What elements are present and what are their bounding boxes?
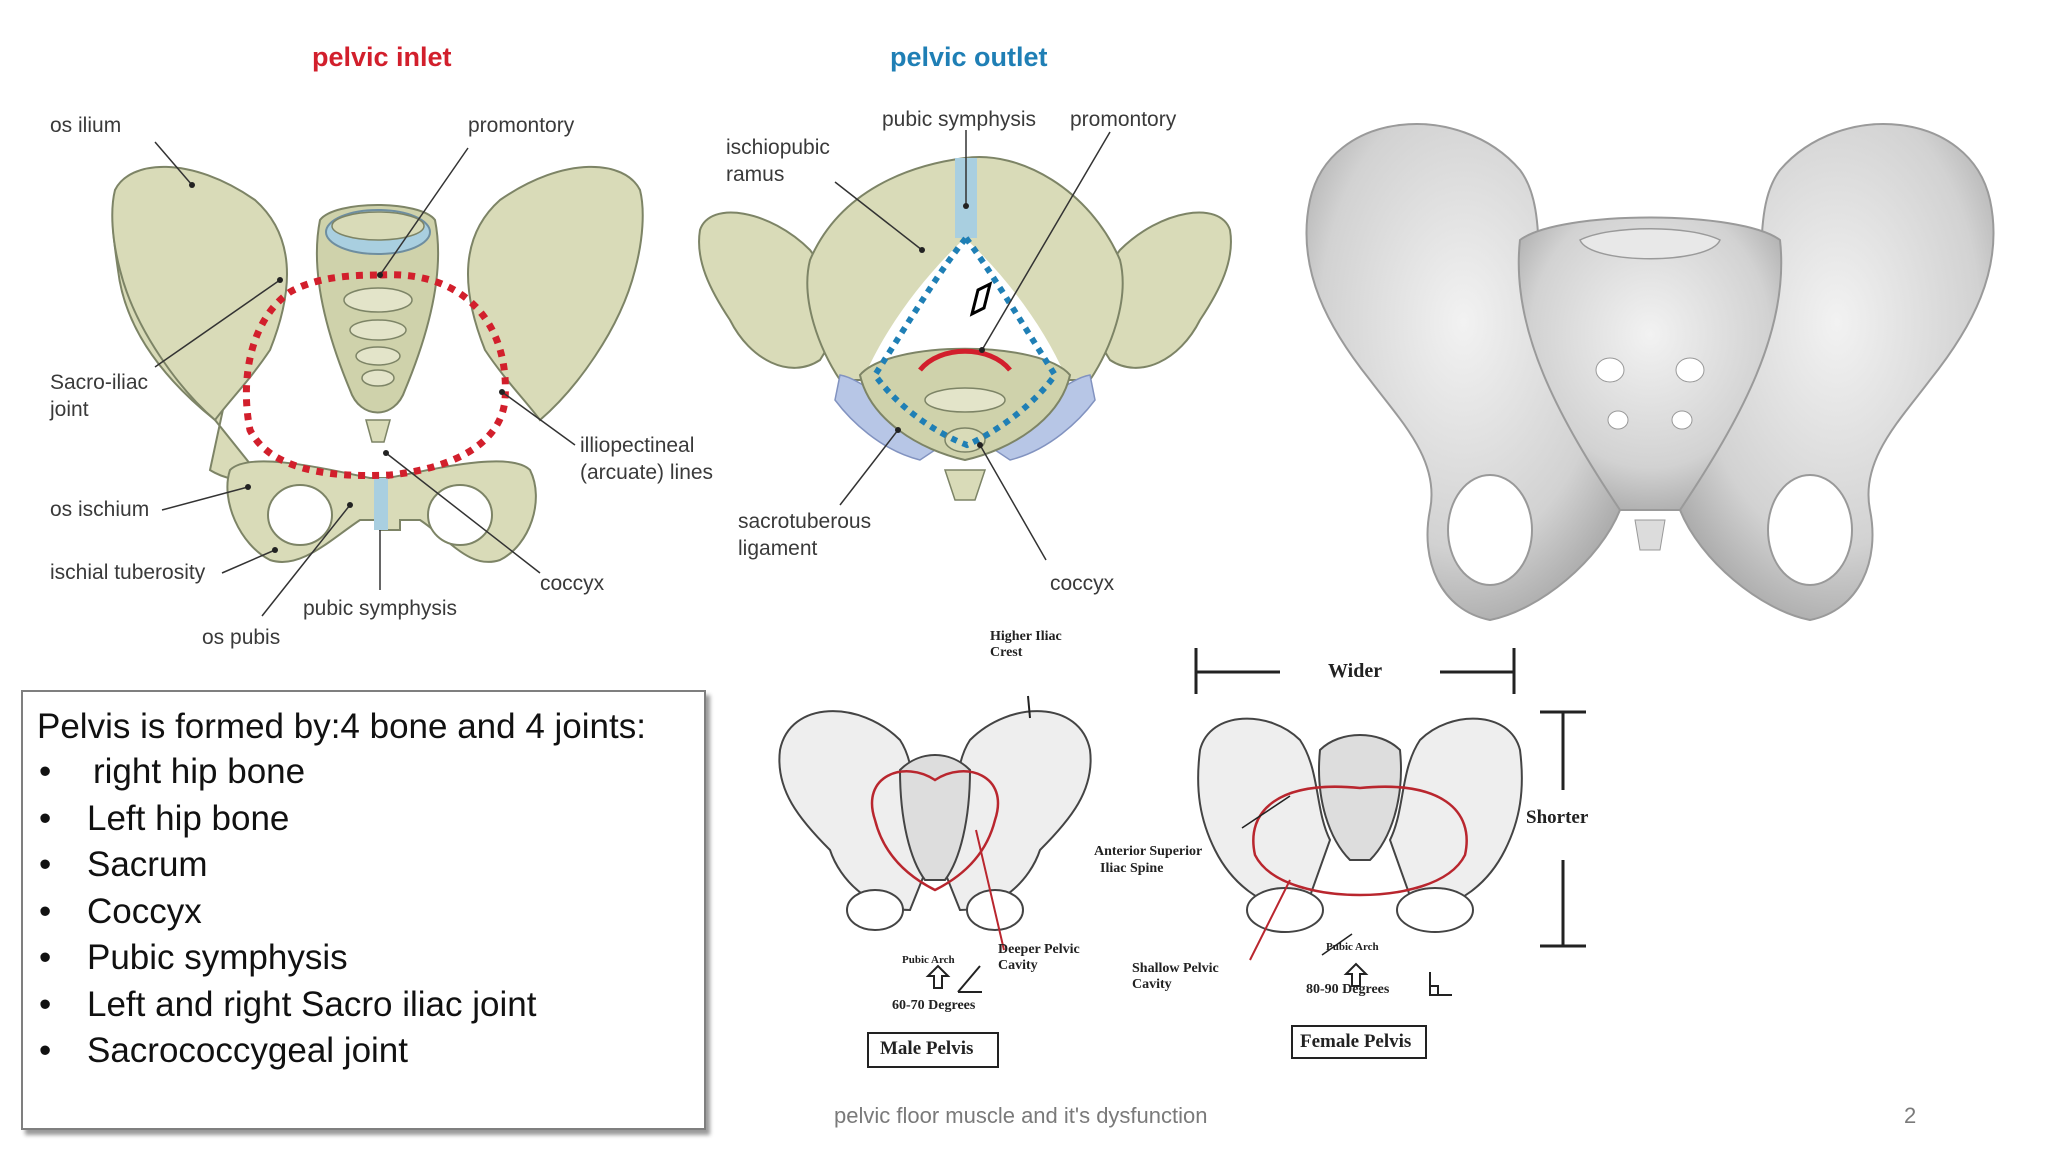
inlet-label-os-ischium: os ischium <box>50 498 150 521</box>
inlet-label-os-ilium: os ilium <box>50 114 122 137</box>
label-female-shallow-1: Shallow Pelvic <box>1132 961 1219 976</box>
inlet-title: pelvic inlet <box>312 42 452 72</box>
outlet-label-coccyx: coccyx <box>1050 572 1115 595</box>
label-higher-iliac-1: Higher Iliac <box>990 629 1062 644</box>
list-item: Left hip bone <box>37 796 690 843</box>
label-wider: Wider <box>1328 660 1383 682</box>
male-title-box <box>867 1032 999 1068</box>
inlet-red-boundary <box>242 271 509 480</box>
pelvis-3d-render <box>1305 123 1995 622</box>
label-female-pubic-arch: Pubic Arch <box>1326 941 1379 953</box>
inlet-label-coccyx: coccyx <box>540 572 605 595</box>
label-asis-2: Iliac Spine <box>1100 861 1164 876</box>
outlet-label-promontory: promontory <box>1070 108 1177 131</box>
outlet-label-pubic-symphysis: pubic symphysis <box>882 108 1037 131</box>
label-male-degrees: 60-70 Degrees <box>892 998 976 1013</box>
female-inlet-outline <box>1252 785 1468 897</box>
pelvic-inlet-diagram: pelvic inlet <box>0 0 740 660</box>
outlet-blue-boundary <box>871 233 1059 449</box>
inlet-label-illiopectineal-2: (arcuate) lines <box>580 461 714 484</box>
outlet-pelvis-illustration <box>698 130 1232 561</box>
female-pelvis-sketch <box>1197 717 1523 933</box>
pelvic-outlet-diagram: pelvic outlet pubi <box>690 0 1250 620</box>
inlet-label-illiopectineal-1: illiopectineal <box>580 434 695 457</box>
male-pelvis-title: Male Pelvis <box>880 1038 974 1059</box>
inlet-label-os-pubis: os pubis <box>202 626 281 649</box>
female-title-box <box>1291 1025 1427 1059</box>
inlet-label-promontory: promontory <box>468 114 575 137</box>
list-item: right hip bone <box>37 749 690 796</box>
inlet-label-sacro-iliac-1: Sacro-iliac <box>50 371 149 394</box>
male-pelvis-sketch <box>778 710 1092 931</box>
outlet-label-ischiopubic-1: ischiopubic <box>726 136 830 159</box>
label-shorter: Shorter <box>1526 807 1589 828</box>
inlet-label-sacro-iliac-2: joint <box>50 398 89 421</box>
male-female-comparison: Higher Iliac Crest Wider Shorter Anterio… <box>760 620 1620 1080</box>
list-item: Sacrococcygeal joint <box>37 1028 690 1075</box>
outlet-label-sacrotuberous-2: ligament <box>738 537 818 560</box>
inlet-pelvis-illustration <box>111 141 644 617</box>
label-female-degrees: 80-90 Degrees <box>1306 982 1390 997</box>
textbox-heading: Pelvis is formed by:4 bone and 4 joints: <box>37 707 646 746</box>
outlet-title: pelvic outlet <box>890 42 1048 72</box>
pelvis-composition-textbox: Pelvis is formed by:4 bone and 4 joints:… <box>21 690 706 1130</box>
female-pelvis-title: Female Pelvis <box>1300 1031 1412 1052</box>
comparison-illustration <box>778 648 1586 1068</box>
bone-joint-list: right hip bone Left hip bone Sacrum Cocc… <box>37 749 690 1075</box>
list-item: Coccyx <box>37 889 690 936</box>
label-higher-iliac-2: Crest <box>990 645 1023 660</box>
inlet-label-pubic-symphysis: pubic symphysis <box>303 597 458 620</box>
label-male-deeper-1: Deeper Pelvic <box>998 942 1080 957</box>
label-asis-1: Anterior Superior <box>1094 844 1203 859</box>
outlet-label-ischiopubic-2: ramus <box>726 163 785 186</box>
slide-page-number: 2 <box>1904 1103 1917 1128</box>
male-inlet-outline <box>870 770 1000 892</box>
list-item: Pubic symphysis <box>37 935 690 982</box>
inlet-label-ischial-tuberosity: ischial tuberosity <box>50 561 206 584</box>
list-item: Left and right Sacro iliac joint <box>37 982 690 1029</box>
label-female-shallow-2: Cavity <box>1132 977 1172 992</box>
outlet-label-sacrotuberous-1: sacrotuberous <box>738 510 872 533</box>
footer-caption: pelvic floor muscle and it's dysfunction <box>834 1103 1208 1128</box>
label-male-deeper-2: Cavity <box>998 958 1038 973</box>
label-male-pubic-arch: Pubic Arch <box>902 954 955 966</box>
list-item: Sacrum <box>37 842 690 889</box>
